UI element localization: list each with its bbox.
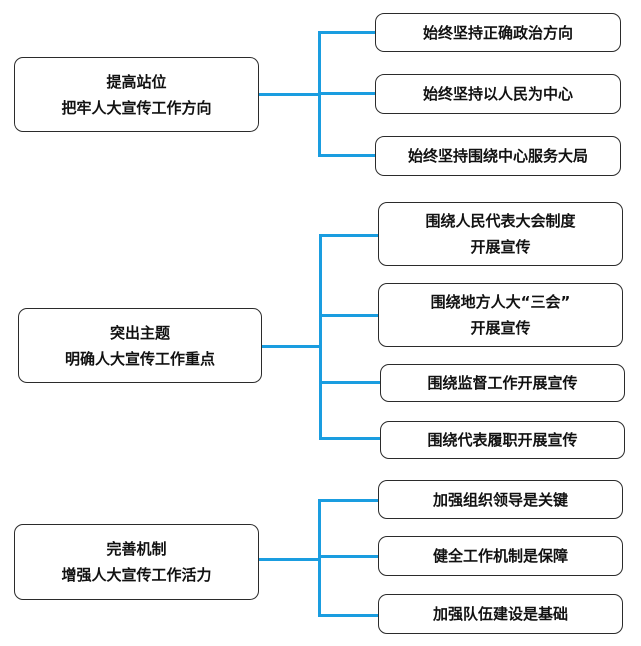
group-3-item-1-text: 加强组织领导是关键 <box>432 490 568 509</box>
group-1-item-3-text: 始终坚持围绕中心服务大局 <box>407 147 588 165</box>
group-2-item-2-box: 围绕地方人大“三会” 开展宣传 <box>378 283 623 347</box>
group-1-item-1-text: 始终坚持正确政治方向 <box>422 23 573 42</box>
group-1-connector-main <box>259 93 320 96</box>
group-1-item-3-box: 始终坚持围绕中心服务大局 <box>375 136 621 176</box>
group-2-item-1-box: 围绕人民代表大会制度 开展宣传 <box>378 202 623 266</box>
group-2-connector-item-2 <box>319 314 378 317</box>
group-2-connector-item-1 <box>319 234 378 237</box>
group-2-item-1-text-line-2: 开展宣传 <box>470 238 531 256</box>
group-2-connector-item-3 <box>319 381 380 384</box>
group-3-connector-item-1 <box>318 499 378 502</box>
group-3-connector-item-3 <box>318 614 378 617</box>
group-3-connector-main <box>259 558 320 561</box>
group-3-title-line-2: 增强人大宣传工作活力 <box>61 566 212 584</box>
group-2-connector-spine <box>319 235 322 439</box>
group-3-item-3-text: 加强队伍建设是基础 <box>432 605 568 623</box>
group-2-title-line-2: 明确人大宣传工作重点 <box>64 349 215 368</box>
group-1-item-2-box: 始终坚持以人民为中心 <box>375 74 621 114</box>
group-2-item-3-box: 围绕监督工作开展宣传 <box>380 364 625 402</box>
group-3-item-1-box: 加强组织领导是关键 <box>378 480 623 519</box>
group-2-item-2-text-line-2: 开展宣传 <box>470 319 531 337</box>
group-3-item-3-box: 加强队伍建设是基础 <box>378 594 623 634</box>
group-1-connector-item-1 <box>318 31 375 34</box>
group-1-item-2-text: 始终坚持以人民为中心 <box>422 85 573 103</box>
group-1-connector-item-2 <box>318 92 375 95</box>
group-1-title-line-1: 提高站位 <box>106 72 167 91</box>
group-1-item-1-box: 始终坚持正确政治方向 <box>375 13 621 52</box>
group-2-connector-item-4 <box>319 437 380 440</box>
group-3-item-2-box: 健全工作机制是保障 <box>378 536 623 576</box>
group-2-item-4-text: 围绕代表履职开展宣传 <box>427 431 578 449</box>
group-3-connector-spine <box>318 500 321 616</box>
group-2-connector-main <box>262 345 321 348</box>
group-2-item-2-text-line-1: 围绕地方人大“三会” <box>430 293 571 311</box>
group-3-title-line-1: 完善机制 <box>106 540 167 558</box>
group-2-title-line-1: 突出主题 <box>109 323 170 342</box>
group-2-item-4-box: 围绕代表履职开展宣传 <box>380 421 625 459</box>
group-2-item-3-text: 围绕监督工作开展宣传 <box>427 374 578 392</box>
group-1-connector-item-3 <box>318 154 375 157</box>
group-1-main-box: 提高站位 把牢人大宣传工作方向 <box>14 57 259 132</box>
group-2-item-1-text-line-1: 围绕人民代表大会制度 <box>425 212 576 230</box>
group-3-item-2-text: 健全工作机制是保障 <box>432 547 568 565</box>
group-1-title-line-2: 把牢人大宣传工作方向 <box>61 98 212 117</box>
group-3-connector-item-2 <box>318 555 378 558</box>
group-2-main-box: 突出主题 明确人大宣传工作重点 <box>18 308 262 383</box>
group-3-main-box: 完善机制 增强人大宣传工作活力 <box>14 524 259 600</box>
